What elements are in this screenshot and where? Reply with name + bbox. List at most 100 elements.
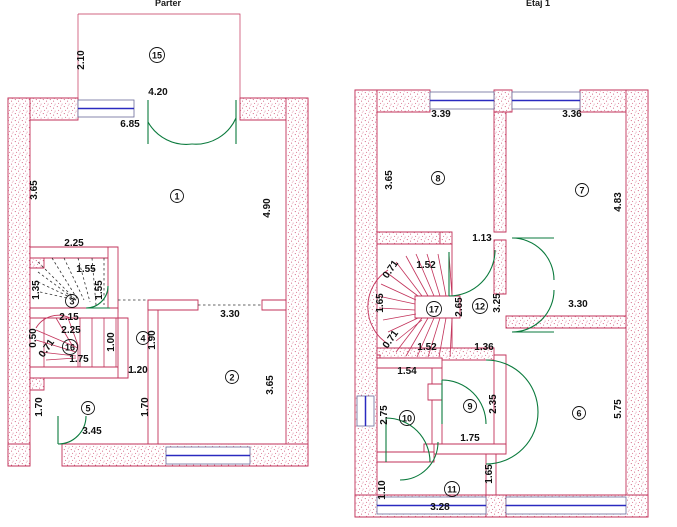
r-door-room9-inner <box>441 379 487 425</box>
room-tag-circle <box>136 331 150 345</box>
staircase-lower <box>35 314 117 367</box>
left-dimension-label: 1.35 <box>31 280 42 300</box>
left-dimension-label: 2.15 <box>59 312 79 323</box>
r-partition-niche <box>427 383 443 401</box>
right-dimension-label: 3.25 <box>492 293 503 313</box>
room-tag-number: 3 <box>69 297 74 307</box>
left-dimension-label: 1.55 <box>76 264 96 275</box>
left-room-tag-3: 3 <box>65 294 79 308</box>
room-tag-circle <box>426 301 442 317</box>
right-dimension-label: 2.65 <box>454 297 465 317</box>
right-dimension-label: 1.54 <box>397 366 417 377</box>
r-partition-room10-right <box>431 365 443 453</box>
room-tag-circle <box>149 47 165 63</box>
right-dimension-label: 3.28 <box>430 502 450 513</box>
room-tag-number: 16 <box>65 343 75 353</box>
window-top-left <box>77 99 135 118</box>
left-dimension-label: 0.50 <box>28 328 39 348</box>
right-dimension-label: 4.83 <box>613 192 624 212</box>
room-tag-circle <box>81 401 95 415</box>
right-room-tags: 8 7 17 12 10 9 6 11 <box>399 171 589 497</box>
left-dimension-label: 3.45 <box>82 426 102 437</box>
right-dimension-label: 1.36 <box>474 342 494 353</box>
room-tag-number: 9 <box>467 402 472 412</box>
r-door-room8 <box>448 249 496 297</box>
left-room-tag-16: 16 <box>62 339 78 355</box>
right-dimension-label: 1.13 <box>472 233 492 244</box>
door-room5 <box>57 415 87 445</box>
room-tag-circle <box>62 339 78 355</box>
right-room-tag-9: 9 <box>463 399 477 413</box>
r-partition-room7-bottom <box>505 315 627 329</box>
door-entry-left <box>147 121 193 145</box>
room-tag-circle <box>399 410 415 426</box>
left-dimension-label: 3.65 <box>265 375 276 395</box>
room-tag-circle <box>572 406 586 420</box>
door-entry-right <box>191 117 237 145</box>
left-dimension-label: 2.10 <box>76 50 87 70</box>
right-dimension-label: 3.30 <box>568 299 588 310</box>
left-room-tag-15: 15 <box>149 47 165 63</box>
left-dimension-label: 6.85 <box>120 119 140 130</box>
right-room-tag-17: 17 <box>426 301 442 317</box>
room-tag-circle <box>472 298 488 314</box>
right-room-tag-8: 8 <box>431 171 445 185</box>
right-plan-title: Etaj 1 <box>526 0 550 8</box>
r-wall-bottom-mullion <box>485 494 507 518</box>
left-room-tag-5: 5 <box>81 401 95 415</box>
r-door-room10 <box>385 417 431 463</box>
wall-left-notch-a <box>29 257 45 269</box>
room-tag-number: 17 <box>429 305 439 315</box>
r-partition-vert-mid <box>493 239 507 295</box>
r-door-room11 <box>399 441 439 481</box>
partition-hall-top <box>147 299 199 311</box>
right-dimension-label: 2.75 <box>379 405 390 425</box>
r-door-room7-lower <box>511 289 555 333</box>
r-staircase <box>367 244 461 358</box>
left-dimension-label: 1.55 <box>94 280 105 300</box>
partition-stair-side <box>117 317 129 379</box>
right-room-tag-12: 12 <box>472 298 488 314</box>
room-tag-number: 6 <box>576 409 581 419</box>
left-plan-title: Parter <box>155 0 182 8</box>
room-tag-circle <box>431 171 445 185</box>
wall-bottom-left-corner <box>7 443 31 467</box>
room-tag-circle <box>444 481 460 497</box>
right-dimension-label: 1.10 <box>377 480 388 500</box>
r-partition-room10-top <box>376 357 443 369</box>
room-tag-number: 10 <box>402 414 412 424</box>
right-dimension-label: 1.52 <box>416 260 436 271</box>
room-tag-circle <box>65 294 79 308</box>
room-tag-number: 7 <box>579 186 584 196</box>
left-room-tag-2: 2 <box>225 370 239 384</box>
partition-room2-top <box>261 299 287 311</box>
first-floor-plan <box>354 89 649 518</box>
left-dimension-label: 1.70 <box>34 397 45 417</box>
room-tag-number: 15 <box>152 51 162 61</box>
left-dimension-label: 1.75 <box>69 354 89 365</box>
r-wall-right <box>625 89 649 518</box>
left-dimension-label: 1.20 <box>128 365 148 376</box>
wall-left-notch-b <box>29 377 45 391</box>
room-tag-number: 1 <box>174 192 179 202</box>
room-tag-number: 5 <box>85 404 90 414</box>
right-dimension-label: 3.39 <box>431 109 451 120</box>
room-tag-number: 8 <box>435 174 440 184</box>
wall-left <box>7 97 31 467</box>
r-window-top-left <box>429 91 495 110</box>
right-room-tag-7: 7 <box>575 183 589 197</box>
left-room-tag-1: 1 <box>170 189 184 203</box>
window-bottom-left <box>165 446 251 465</box>
room-tag-circle <box>170 189 184 203</box>
room-tag-number: 12 <box>475 302 485 312</box>
room-tag-circle <box>575 183 589 197</box>
r-partition-room10-bottom <box>376 451 435 463</box>
right-room-tag-11: 11 <box>444 481 460 497</box>
right-dimension-label: 3.65 <box>384 170 395 190</box>
r-wall-top-mullion <box>493 89 513 113</box>
left-room-tag-4: 4 <box>136 331 150 345</box>
right-room-tag-6: 6 <box>572 406 586 420</box>
